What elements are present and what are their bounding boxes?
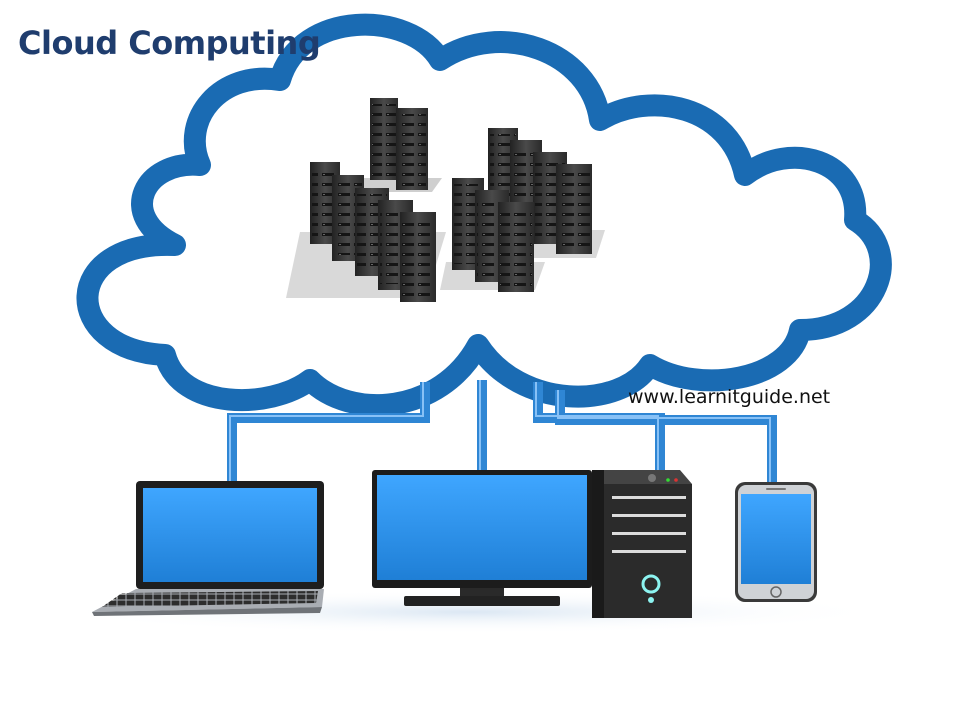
laptop xyxy=(92,481,324,616)
source-url: www.learnitguide.net xyxy=(628,386,831,408)
desktop-tower xyxy=(592,470,692,618)
smartphone xyxy=(735,482,817,602)
home-button-icon xyxy=(770,586,782,598)
phone-screen xyxy=(741,494,811,584)
monitor-screen xyxy=(377,475,587,580)
monitor xyxy=(372,470,592,606)
server-group-left xyxy=(286,162,446,302)
server-group-top xyxy=(352,98,442,192)
laptop-screen xyxy=(143,488,317,582)
server-racks xyxy=(286,98,605,302)
power-icon xyxy=(641,574,661,594)
connector-phone xyxy=(555,390,777,482)
server-group-right-front xyxy=(440,178,545,292)
connector-laptop xyxy=(227,382,430,486)
page-title: Cloud Computing xyxy=(18,24,321,62)
